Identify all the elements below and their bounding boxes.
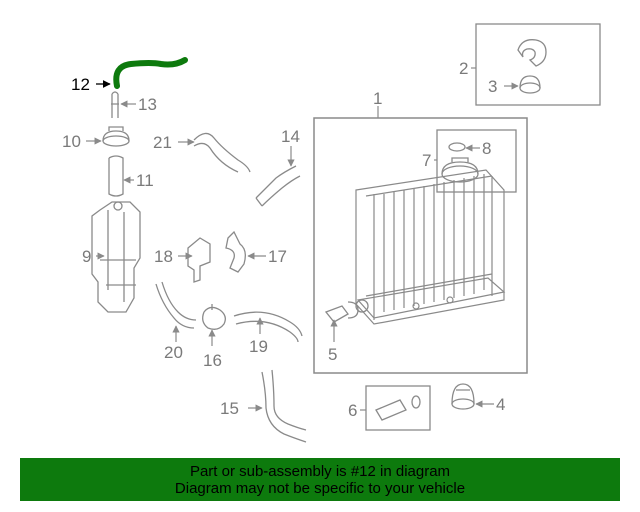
radiator-core [355,169,506,325]
callout-16: 16 [203,351,222,370]
callout-1: 1 [373,89,382,108]
thermostat-cover [202,304,226,330]
callout-6: 6 [348,401,357,420]
reserve-tank [91,201,141,313]
radiator-cap-box [436,129,517,193]
info-banner: Part or sub-assembly is #12 in diagram D… [20,458,620,501]
callout-19: 19 [249,337,268,356]
callout-8: 8 [482,139,491,158]
callout-21: 21 [153,133,172,152]
callout-15: 15 [220,399,239,418]
banner-line-2: Diagram may not be specific to your vehi… [174,479,466,497]
tube [108,155,124,197]
parts-diagram: 1 2 3 4 5 6 7 8 9 10 11 12 13 14 15 16 1… [62,23,601,443]
callout-4: 4 [496,395,505,414]
drain-plug [375,399,407,421]
cap-seal [519,82,541,94]
hose-19 [233,311,303,343]
callout-14: 14 [281,127,300,146]
drain-fitting [324,301,359,323]
callout-20: 20 [164,343,183,362]
callout-2: 2 [459,59,468,78]
callout-17: 17 [268,247,287,266]
callout-10: 10 [62,132,81,151]
callout-5: 5 [328,345,337,364]
grommet [102,135,130,147]
lower-hose [261,369,307,443]
radiator-assembly-box [313,117,528,374]
grommet-4 [451,398,475,410]
callout-11: 11 [136,171,154,190]
callout-12: 12 [71,75,90,94]
banner-line-1: Part or sub-assembly is #12 in diagram [189,462,451,480]
reserve-cap-box [475,23,601,106]
bypass-hose [193,132,251,173]
drain-plug-box [365,385,431,431]
callout-9: 9 [82,247,91,266]
bracket-18 [187,237,211,283]
callout-3: 3 [488,77,497,96]
cap-oring [448,142,466,152]
hose-20 [155,281,197,329]
hose-12-highlighted [113,57,188,89]
callout-13: 13 [138,95,157,114]
bracket-17 [225,230,246,273]
callout-18: 18 [154,247,173,266]
upper-hose [255,165,301,207]
clip [111,91,119,118]
callout-7: 7 [422,151,431,170]
reserve-tank-cap [517,39,547,67]
